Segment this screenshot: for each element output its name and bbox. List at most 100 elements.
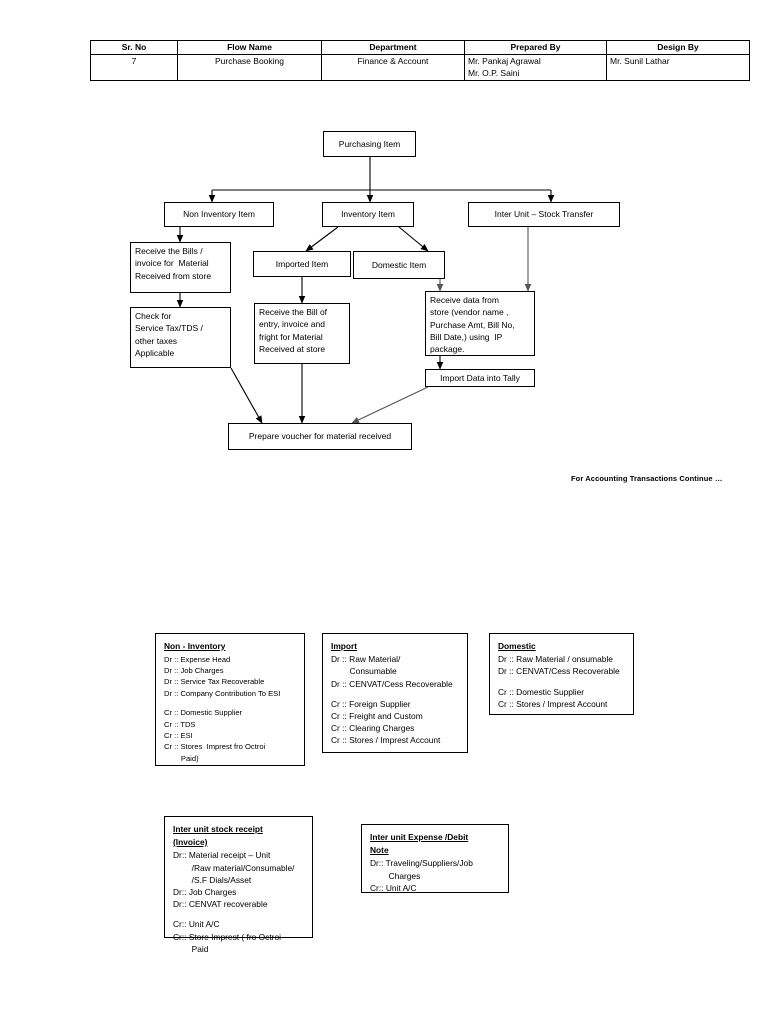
receive-data-line-5: package. xyxy=(430,344,465,355)
legend-spacer xyxy=(164,699,297,707)
prepared-by-line-2: Mr. O.P. Saini xyxy=(468,67,520,78)
legend-line: /Raw material/Consumable/ xyxy=(173,862,295,873)
node-prepare-voucher[interactable]: Prepare voucher for material received xyxy=(228,423,412,450)
legend-line: Consumable xyxy=(331,666,397,677)
legend-domestic-title: Domestic xyxy=(498,641,536,651)
node-inter-unit-stock-transfer[interactable]: Inter Unit – Stock Transfer xyxy=(468,202,620,227)
receive-data-line-2: store (vendor name , xyxy=(430,307,509,318)
legend-inter-unit-expense-title-line-2: Note xyxy=(370,845,389,856)
receive-data-line-3: Purchase Amt, Bill No, xyxy=(430,319,515,330)
legend-import: Import Dr :: Raw Material/ Consumable Dr… xyxy=(322,633,468,753)
legend-spacer xyxy=(173,910,305,918)
node-non-inventory-item-label: Non Inventory Item xyxy=(183,209,255,220)
legend-inter-unit-receipt-title-line-1: Inter unit stock receipt xyxy=(173,824,263,834)
prepare-voucher-label: Prepare voucher for material received xyxy=(248,431,392,442)
receive-bills-line-2: invoice for Material xyxy=(135,258,209,269)
node-imported-item[interactable]: Imported Item xyxy=(253,251,351,277)
import-data-into-tally-label: Import Data into Tally xyxy=(440,372,520,383)
column-header-sr-no: Sr. No xyxy=(90,39,178,56)
node-inventory-item[interactable]: Inventory Item xyxy=(322,202,414,227)
receive-data-line-1: Receive data from xyxy=(430,295,499,305)
legend-line: Dr :: Raw Material / onsumable xyxy=(498,654,613,665)
table-row: 7 Purchase Booking Finance & Account Mr.… xyxy=(90,54,750,82)
legend-line: Cr:: Unit A/C xyxy=(173,919,220,930)
column-header-department: Department xyxy=(321,39,465,56)
bill-entry-line-1: Receive the Bill of xyxy=(259,307,328,317)
cell-flow-name: Purchase Booking xyxy=(177,54,322,82)
legend-line: Cr :: Freight and Custom xyxy=(331,710,423,721)
legend-import-title: Import xyxy=(331,641,358,651)
legend-line: Paid xyxy=(173,943,209,954)
flowchart: Purchasing Item Non Inventory Item Inven… xyxy=(130,131,723,483)
bill-entry-line-2: entry, invoice and xyxy=(259,319,325,330)
legend-line: Cr:: Unit A/C xyxy=(370,882,417,893)
legend-non-inventory: Non - Inventory Dr :: Expense Head Dr ::… xyxy=(155,633,305,766)
node-import-data-into-tally[interactable]: Import Data into Tally xyxy=(425,369,535,387)
legend-line: Cr :: Foreign Supplier xyxy=(331,698,411,709)
node-receive-bills[interactable]: Receive the Bills / invoice for Material… xyxy=(130,242,231,293)
node-non-inventory-item[interactable]: Non Inventory Item xyxy=(164,202,274,227)
flowchart-connectors xyxy=(176,157,555,424)
cell-sr-no: 7 xyxy=(90,54,178,82)
column-header-prepared-by: Prepared By xyxy=(464,39,607,56)
legend-line: Dr :: Job Charges xyxy=(164,666,224,675)
legend-line: Dr :: Raw Material/ xyxy=(331,654,401,665)
legend-line: /S.F Dials/Asset xyxy=(173,874,252,885)
legend-line: Dr :: Service Tax Recoverable xyxy=(164,677,265,687)
legend-line: Dr:: Material receipt – Unit xyxy=(173,850,271,861)
node-purchasing-item-label: Purchasing Item xyxy=(338,138,401,149)
legend-line: Cr :: Domestic Supplier xyxy=(164,708,243,718)
legend-non-inventory-title: Non - Inventory xyxy=(164,641,226,651)
accounting-continue-note: For Accounting Transactions Continue … xyxy=(571,474,723,483)
legend-line: Cr :: Stores / Imprest Account xyxy=(498,698,608,709)
legend-line: Paid) xyxy=(164,753,199,763)
column-header-flow-name: Flow Name xyxy=(177,39,322,56)
legend-line: Dr:: Traveling/Suppliers/Job xyxy=(370,858,473,869)
cell-prepared-by: Mr. Pankaj Agrawal Mr. O.P. Saini xyxy=(464,54,607,82)
legend-spacer xyxy=(498,678,626,686)
node-domestic-item-label: Domestic Item xyxy=(371,259,427,270)
legend-inter-unit-expense-debit-note: Inter unit Expense /Debit Note Dr:: Trav… xyxy=(361,824,509,893)
legend-line: Charges xyxy=(370,870,421,881)
receive-bills-line-3: Received from store xyxy=(135,270,212,281)
legend-line: Dr:: Job Charges xyxy=(173,886,237,897)
legend-domestic: Domestic Dr :: Raw Material / onsumable … xyxy=(489,633,634,715)
check-tax-line-1: Check for xyxy=(135,311,172,321)
node-receive-data-from-store[interactable]: Receive data from store (vendor name , P… xyxy=(425,291,535,356)
legend-line: Dr :: CENVAT/Cess Recoverable xyxy=(498,666,620,677)
column-header-design-by: Design By xyxy=(606,39,750,56)
legend-line: Dr:: CENVAT recoverable xyxy=(173,899,268,910)
legend-line: Cr :: TDS xyxy=(164,719,196,729)
legend-line: Cr :: Domestic Supplier xyxy=(498,686,585,697)
check-tax-line-3: other taxes xyxy=(135,335,178,346)
legend-line: Dr :: CENVAT/Cess Recoverable xyxy=(331,678,453,689)
cell-design-by: Mr. Sunil Lathar xyxy=(606,54,750,82)
legend-line: Cr :: Stores Imprest fro Octroi xyxy=(164,742,266,752)
node-domestic-item[interactable]: Domestic Item xyxy=(353,251,445,279)
table-header-row: Sr. No Flow Name Department Prepared By … xyxy=(90,39,750,56)
document-header-table: Sr. No Flow Name Department Prepared By … xyxy=(90,39,750,82)
node-imported-item-label: Imported Item xyxy=(275,258,329,269)
node-check-tax[interactable]: Check for Service Tax/TDS / other taxes … xyxy=(130,307,231,368)
node-inter-unit-stock-transfer-label: Inter Unit – Stock Transfer xyxy=(494,209,594,220)
legend-line: Cr :: Stores / Imprest Account xyxy=(331,735,441,746)
receive-bills-line-1: Receive the Bills / xyxy=(135,246,203,256)
legend-inter-unit-expense-title-line-1: Inter unit Expense /Debit xyxy=(370,832,469,842)
legend-inter-unit-stock-receipt: Inter unit stock receipt (Invoice) Dr:: … xyxy=(164,816,313,954)
legend-spacer xyxy=(331,690,460,698)
legend-line: Dr :: Company Contribution To ESI xyxy=(164,688,281,698)
legend-line: Cr :: Clearing Charges xyxy=(331,723,415,734)
node-receive-bill-of-entry[interactable]: Receive the Bill of entry, invoice and f… xyxy=(254,303,350,364)
node-purchasing-item[interactable]: Purchasing Item xyxy=(323,131,416,157)
receive-data-line-4: Bill Date,) using IP xyxy=(430,331,503,342)
check-tax-line-4: Applicable xyxy=(135,347,175,358)
legend-line: Cr:: Store Imprest ( fro Octroi xyxy=(173,931,281,942)
legend-line: Cr :: ESI xyxy=(164,730,193,740)
legend-inter-unit-receipt-title-line-2: (Invoice) xyxy=(173,837,208,848)
prepared-by-line-1: Mr. Pankaj Agrawal xyxy=(468,56,541,67)
node-inventory-item-label: Inventory Item xyxy=(341,209,395,220)
bill-entry-line-4: Received at store xyxy=(259,343,326,354)
check-tax-line-2: Service Tax/TDS / xyxy=(135,323,203,334)
legend-line: Dr :: Expense Head xyxy=(164,654,231,664)
